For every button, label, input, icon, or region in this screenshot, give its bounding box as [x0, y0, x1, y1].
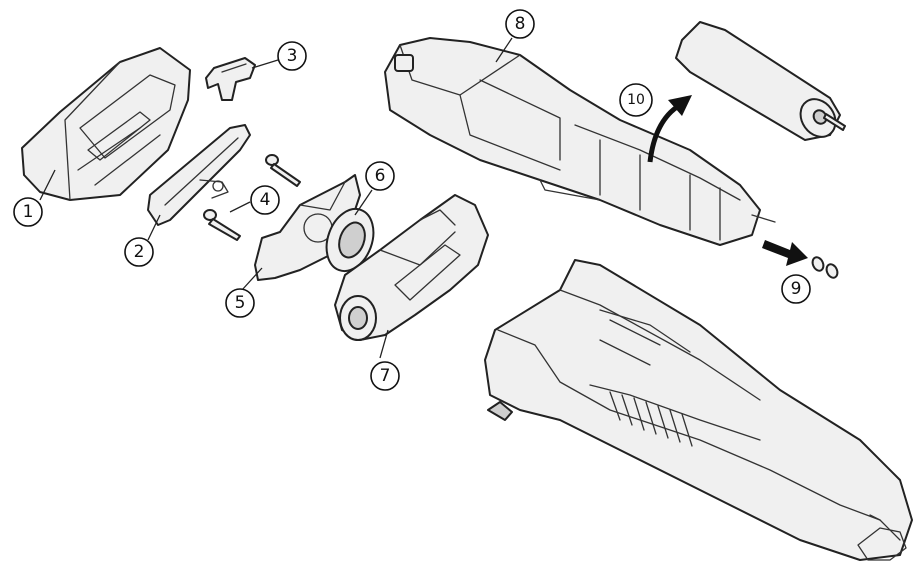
handle-housing [484, 259, 913, 561]
callout-1: 1 [13, 197, 43, 227]
screw-upper [265, 154, 301, 187]
svg-text:4: 4 [260, 190, 271, 210]
part-3-clip [205, 57, 256, 101]
callout-3: 3 [277, 41, 307, 71]
leader-lines [39, 37, 513, 359]
callout-4: 4 [250, 185, 280, 215]
part-1-head-frame [21, 47, 191, 201]
svg-text:1: 1 [23, 202, 34, 222]
callout-5: 5 [225, 288, 255, 318]
svg-text:6: 6 [375, 166, 386, 186]
svg-text:5: 5 [235, 293, 246, 313]
callout-2: 2 [124, 237, 154, 267]
screw-lower [203, 209, 241, 241]
svg-text:2: 2 [134, 242, 145, 262]
grip-ridges [609, 391, 693, 447]
part-8-chassis [384, 37, 776, 246]
svg-text:8: 8 [515, 14, 526, 34]
part-7-motor-housing [334, 194, 489, 341]
part-4-screws [203, 154, 301, 241]
washers [762, 240, 839, 279]
callout-10: 10 [619, 83, 653, 117]
callout-6: 6 [365, 161, 395, 191]
battery-cell [675, 21, 846, 141]
svg-text:10: 10 [627, 92, 645, 108]
part-6-seal-ring [325, 208, 375, 272]
callout-9: 9 [781, 274, 811, 304]
svg-text:9: 9 [791, 279, 802, 299]
battery-removal-arrow [647, 95, 692, 163]
callout-8: 8 [505, 9, 535, 39]
part-2-blade-holder [147, 124, 251, 226]
part-5-bracket [254, 174, 361, 281]
callout-7: 7 [370, 361, 400, 391]
svg-text:3: 3 [287, 46, 298, 66]
svg-text:7: 7 [380, 366, 391, 386]
